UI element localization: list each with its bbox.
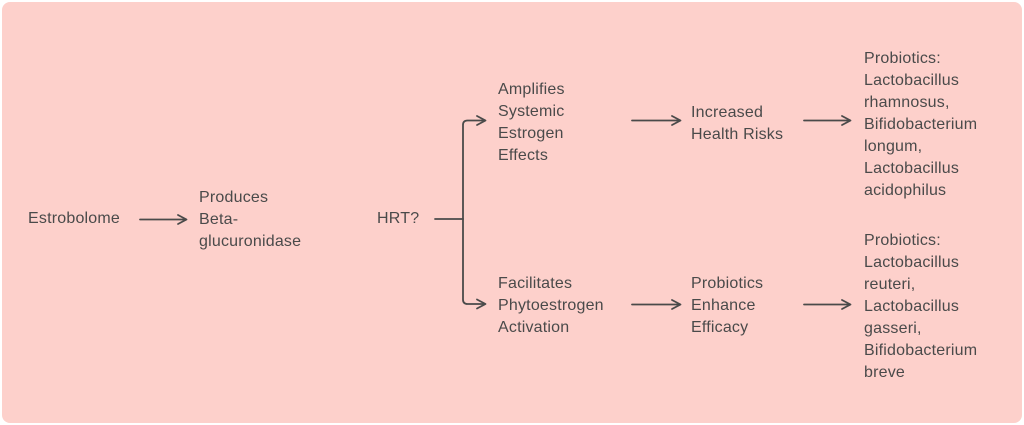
- node-produces-beta-glucuronidase: Produces Beta- glucuronidase: [199, 189, 302, 250]
- node-amplifies-systemic-estrogen-effects: Amplifies Systemic Estrogen Effects: [498, 81, 565, 164]
- node-hrt-question: HRT?: [377, 210, 420, 227]
- arrow-hrt-to-facilitates: [462, 218, 487, 310]
- node-estrobolome: Estrobolome: [28, 210, 121, 227]
- node-facilitates-phytoestrogen-activation: Facilitates Phytoestrogen Activation: [498, 275, 604, 336]
- node-probiotics-for-efficacy: Probiotics: Lactobacillus reuteri, Lacto…: [864, 232, 978, 381]
- node-increased-health-risks: Increased Health Risks: [691, 104, 784, 143]
- arrow-hrt-to-amplifies: [462, 115, 487, 220]
- node-probiotics-for-risks: Probiotics: Lactobacillus rhamnosus, Bif…: [864, 50, 978, 199]
- node-probiotics-enhance-efficacy: Probiotics Enhance Efficacy: [691, 275, 764, 336]
